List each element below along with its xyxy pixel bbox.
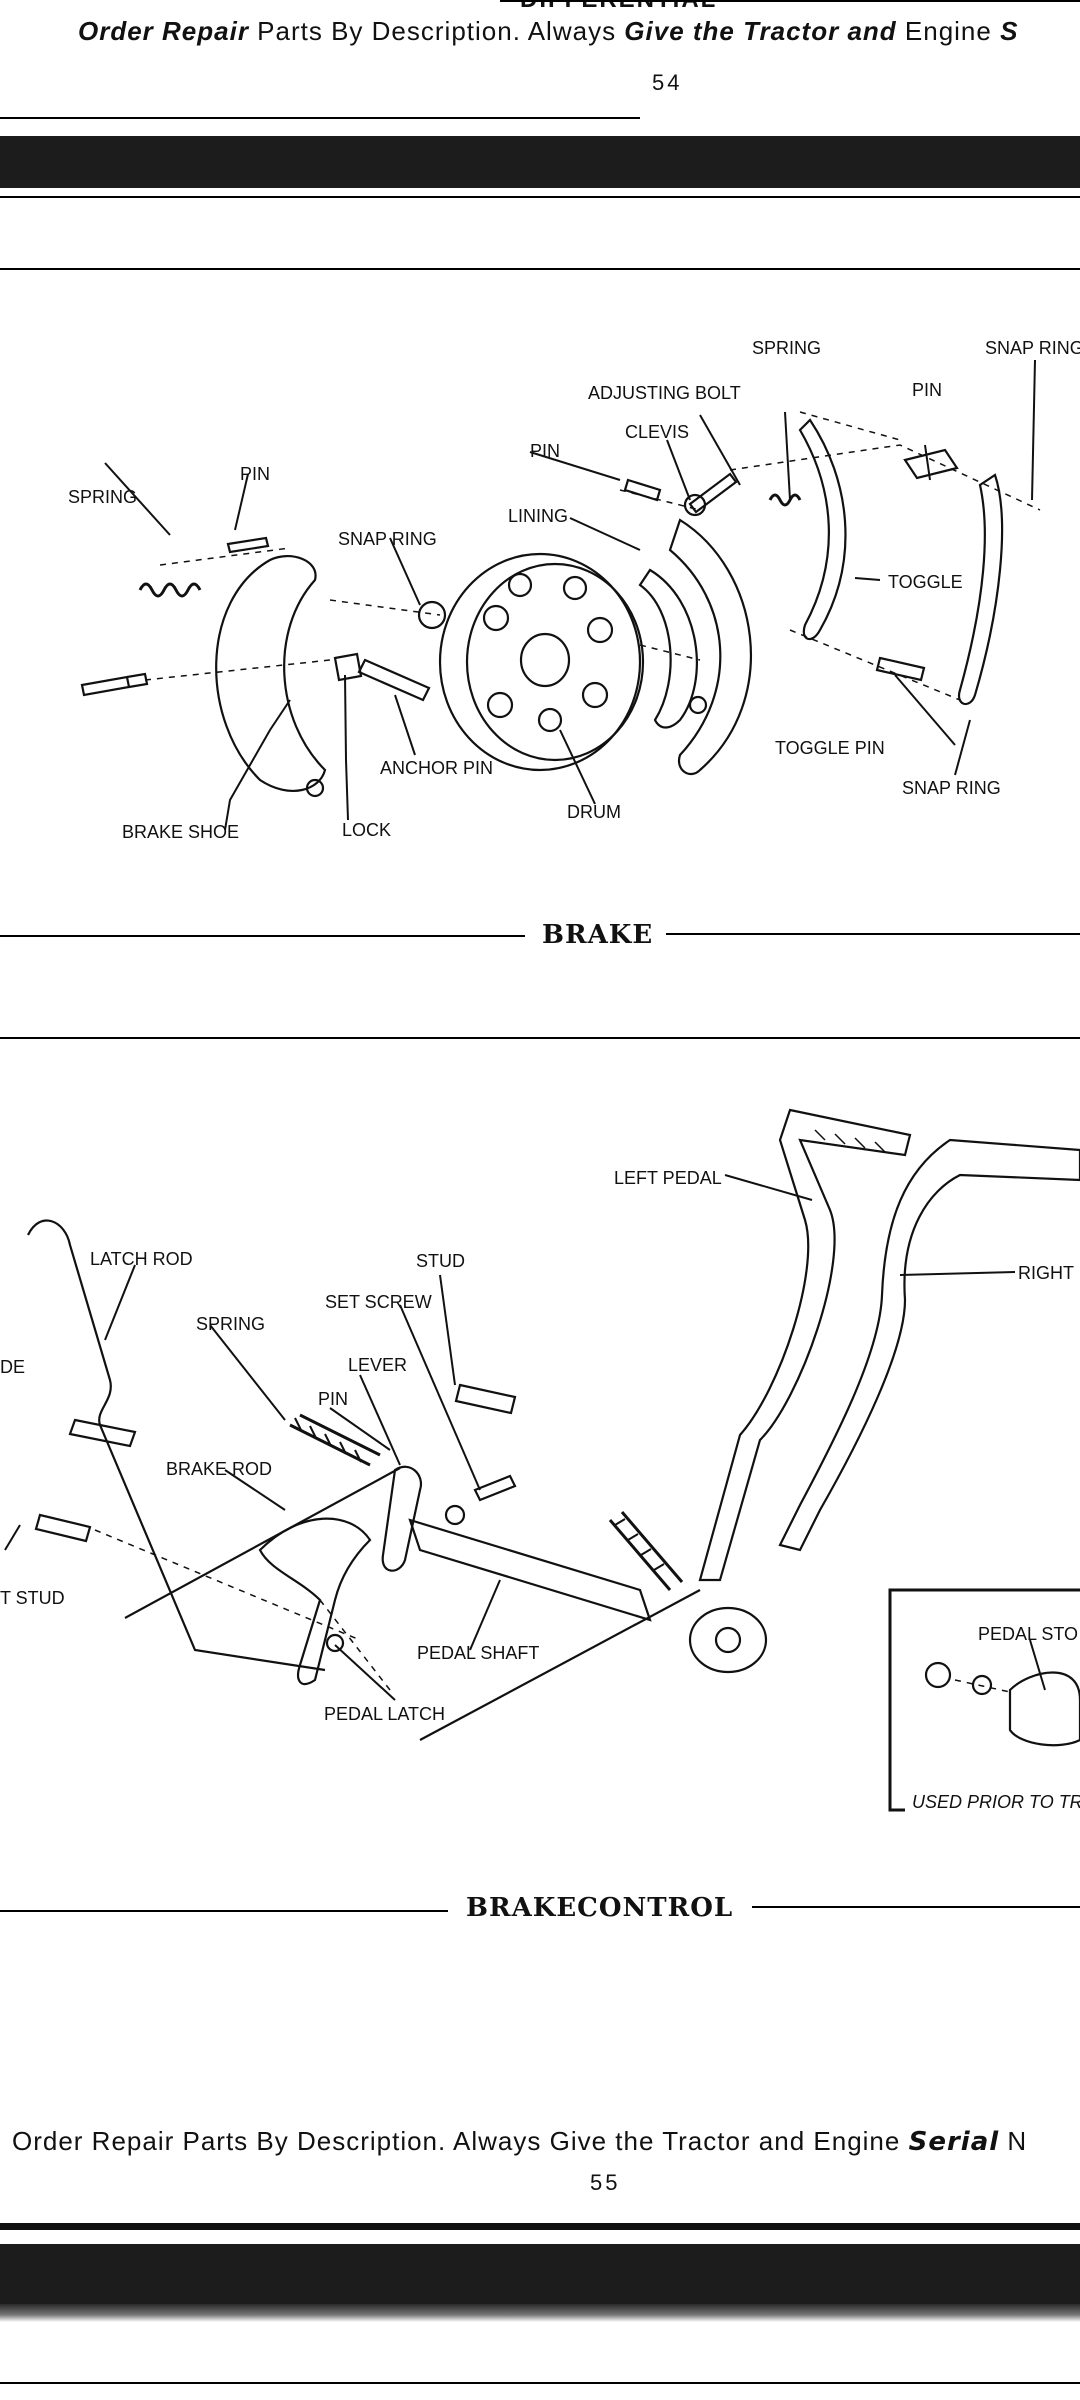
bottom-smudge	[0, 2304, 1080, 2322]
brake-diagram: SPRING SNAP RING ADJUSTING BOLT PIN CLEV…	[68, 338, 1080, 842]
footer-emph-serial: Serial	[908, 2127, 1000, 2157]
inset-frame	[888, 1588, 1080, 1812]
footer-text-end: N	[999, 2126, 1028, 2156]
page-separator-bar-top	[0, 136, 1080, 188]
caption-rule-right-control	[752, 1906, 1080, 1908]
label-snap-ring-tr: SNAP RING	[985, 338, 1080, 358]
label-spring-left: SPRING	[68, 487, 137, 507]
label-toggle: TOGGLE	[888, 572, 963, 592]
caption-rule-left-brake	[0, 935, 525, 937]
label-pin: PIN	[318, 1389, 348, 1409]
footer-text-1: Parts By Description. Always	[248, 16, 625, 46]
label-pedal-shaft: PEDAL SHAFT	[417, 1643, 539, 1663]
label-spring: SPRING	[196, 1314, 265, 1334]
label-latch-rod: LATCH ROD	[90, 1249, 193, 1269]
clevis-part	[688, 472, 738, 514]
label-stud: STUD	[416, 1251, 465, 1271]
drum-part	[438, 552, 642, 772]
label-lever: LEVER	[348, 1355, 407, 1375]
left-pedal-part	[698, 1108, 912, 1582]
pedal-latch-part	[258, 1517, 372, 1686]
bolt-part	[80, 672, 149, 697]
footer-emph-2: Give the Tractor and	[624, 16, 897, 46]
brake-rod-part	[124, 1467, 401, 1619]
pin-part	[623, 478, 662, 502]
bottom-heavy-rule	[0, 2223, 1080, 2230]
top-footer-rule	[0, 117, 640, 119]
label-snap-ring-mid: SNAP RING	[338, 529, 437, 549]
caption-rule-right-brake	[666, 933, 1080, 935]
lining-part	[638, 568, 698, 729]
latch-rod-part	[27, 1219, 326, 1672]
pedal-shaft-part	[408, 1518, 652, 1622]
label-lining: LINING	[508, 506, 568, 526]
brake-control-diagram: LEFT PEDAL RIGHT LATCH ROD STUD SET SCRE…	[0, 1108, 1080, 1812]
label-brake-rod: BRAKE ROD	[166, 1459, 272, 1479]
caption-rule-left-control	[0, 1910, 448, 1912]
top-footer-text: Order Repair Parts By Description. Alway…	[78, 16, 1018, 47]
right-pedal-part	[778, 1138, 1080, 1552]
frame-top-line	[0, 268, 1080, 270]
page-number-54: 54	[652, 70, 683, 95]
label-left-pedal: LEFT PEDAL	[614, 1168, 722, 1188]
label-set-screw: SET SCREW	[325, 1292, 432, 1312]
separator-thin-1	[0, 196, 1080, 198]
label-pin-mid: PIN	[530, 441, 560, 461]
brake-control-caption: BRAKECONTROL	[450, 1893, 750, 1923]
label-spring-top: SPRING	[752, 338, 821, 358]
toggle-part	[798, 418, 847, 641]
label-pedal-latch: PEDAL LATCH	[324, 1704, 445, 1724]
label-drum: DRUM	[567, 802, 621, 822]
spring-part	[138, 582, 202, 598]
spring-part-left	[289, 1413, 381, 1467]
anchor-pin-part	[357, 658, 431, 702]
footer-text-main: Order Repair Parts By Description. Alway…	[12, 2126, 909, 2156]
lock-part	[333, 652, 363, 682]
brake-caption: BRAKE	[526, 920, 670, 950]
lever-part	[381, 1465, 423, 1572]
label-clevis: CLEVIS	[625, 422, 689, 442]
page-separator-bar-bottom	[0, 2244, 1080, 2304]
label-right: RIGHT	[1018, 1263, 1074, 1283]
footer-emph-3: S	[1000, 16, 1019, 46]
label-stud-cut: T STUD	[0, 1588, 65, 1608]
label-used-prior: USED PRIOR TO TR	[912, 1792, 1080, 1812]
label-toggle-pin: TOGGLE PIN	[775, 738, 885, 758]
bottom-thin-rule	[0, 2382, 1080, 2384]
label-snap-ring-br: SNAP RING	[902, 778, 1001, 798]
label-lock: LOCK	[342, 820, 391, 840]
page-number-55: 55	[590, 2170, 621, 2195]
label-pin-right: PIN	[912, 380, 942, 400]
footer-emph-1: Order Repair	[78, 16, 249, 46]
top-header-cut: DIFFERENTIAL	[520, 0, 717, 14]
brake-shoe-part	[215, 555, 327, 792]
frame-divider	[0, 1037, 1080, 1039]
set-screw-part	[473, 1474, 517, 1502]
label-brake-shoe: BRAKE SHOE	[122, 822, 239, 842]
footer-text-2: Engine	[896, 16, 1001, 46]
label-adjusting-bolt: ADJUSTING BOLT	[588, 383, 741, 403]
bottom-footer-text: Order Repair Parts By Description. Alway…	[12, 2126, 1027, 2157]
stud-part	[454, 1383, 517, 1415]
label-pin-left: PIN	[240, 464, 270, 484]
label-anchor-pin: ANCHOR PIN	[380, 758, 493, 778]
top-header-rule	[500, 0, 1080, 2]
label-pedal-stop: PEDAL STO	[978, 1624, 1078, 1644]
label-guide-cut: DE	[0, 1357, 25, 1377]
